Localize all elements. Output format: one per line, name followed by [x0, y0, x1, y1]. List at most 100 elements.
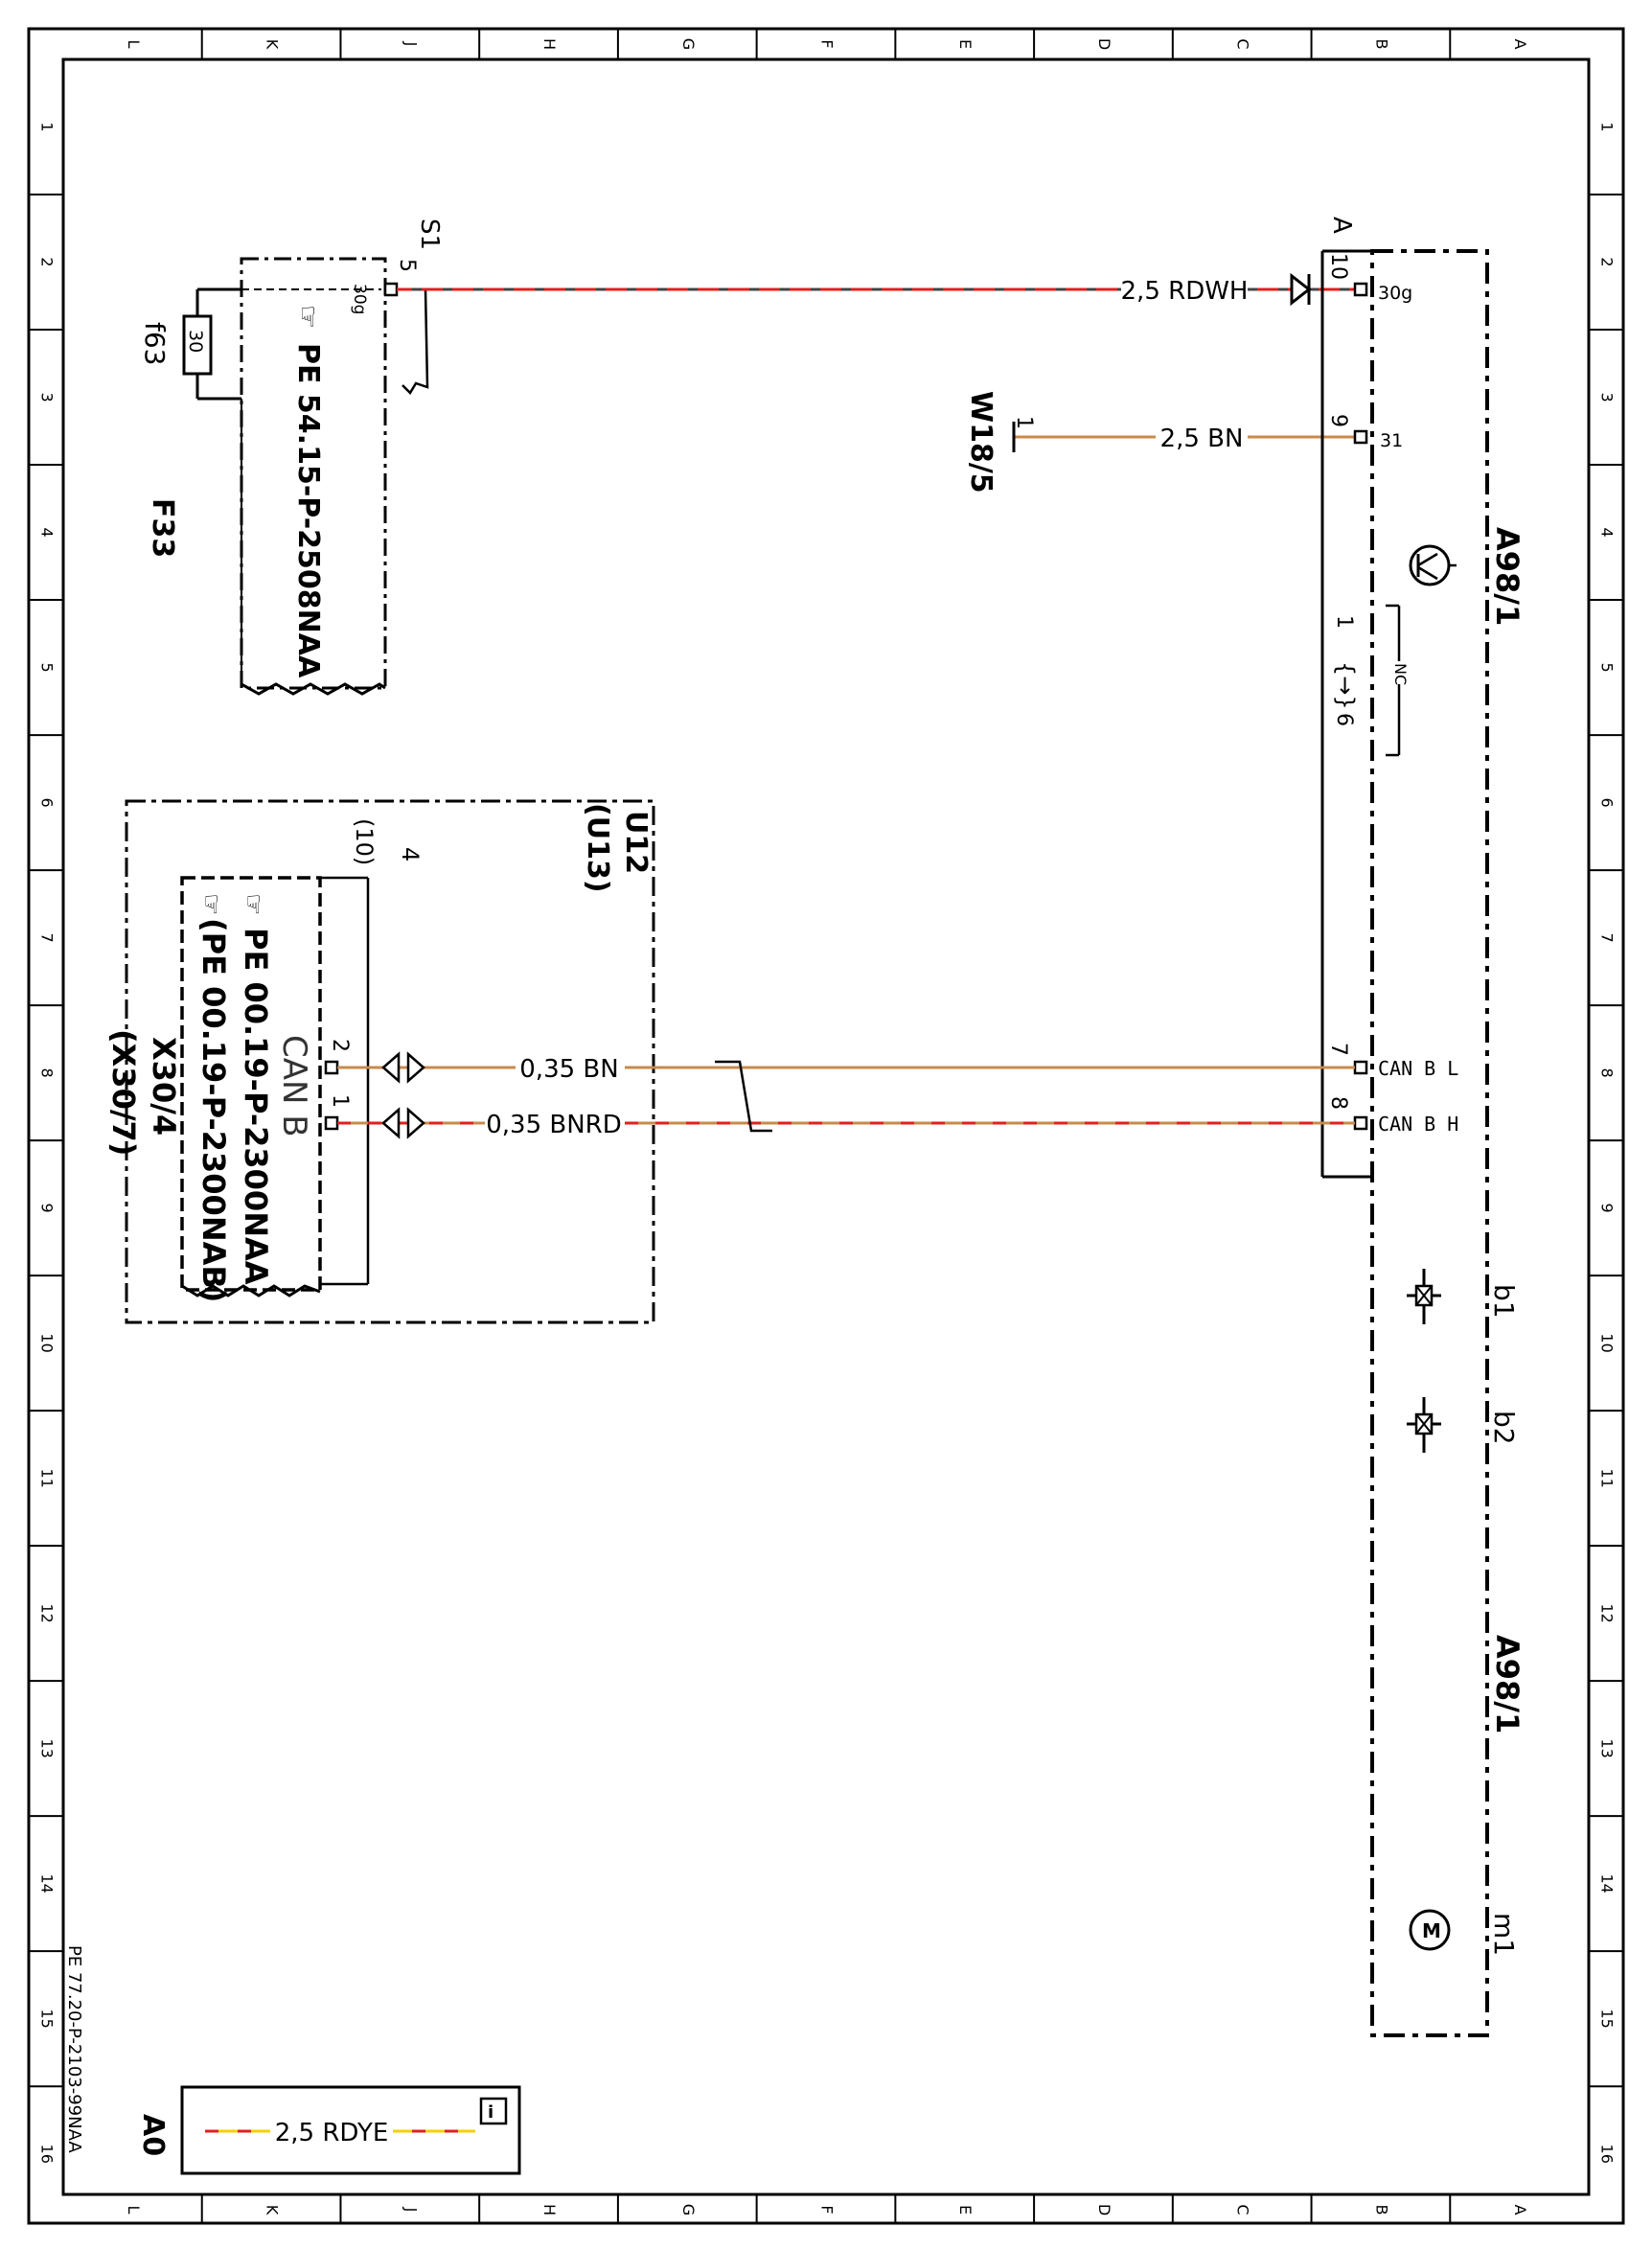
- w18-5-label: W18/5: [964, 391, 998, 494]
- column-label: B: [1372, 2205, 1390, 2216]
- x30-4-hand-icon-1: ☞: [239, 893, 267, 915]
- column-label: E: [956, 39, 975, 49]
- f33-hand-icon: ☞: [292, 305, 324, 329]
- x30-4-ref-1: PE 00.19-P-2300NAA: [238, 928, 274, 1285]
- column-label: J: [402, 41, 420, 47]
- column-label: K: [264, 2205, 282, 2216]
- f33-box: [240, 257, 387, 690]
- a98-1-pin-can-b-h: CAN B H: [1378, 1113, 1458, 1136]
- column-label: F: [818, 39, 837, 48]
- column-label: F: [818, 2205, 837, 2214]
- a98-1-pin-30g: 30g: [1378, 283, 1412, 304]
- a98-1-pin-can-b-l: CAN B L: [1378, 1057, 1458, 1080]
- can-l-connector-icon: [381, 1051, 425, 1084]
- a98-1-component: A 10 30g 9 31 7 CAN B L 8 CAN B H NC: [1320, 217, 1526, 2037]
- x30-4-label: X30/4: [146, 1037, 182, 1136]
- row-label: 2: [38, 257, 57, 266]
- u12-label-alt: (U13): [581, 803, 614, 893]
- inner-frame: [61, 57, 1591, 2196]
- wire-label-0-35-bnrd: 0,35 BNRD: [486, 1111, 622, 1139]
- row-label: 2: [1598, 257, 1617, 266]
- outer-frame: [27, 27, 1625, 2225]
- b1-label: b1: [1488, 1284, 1520, 1319]
- row-label: 12: [1598, 1603, 1617, 1622]
- m1-label: m1: [1488, 1913, 1520, 1956]
- a98-1-pin-10: 10: [1326, 253, 1350, 280]
- row-label: 5: [38, 662, 57, 672]
- row-label: 6: [38, 797, 57, 807]
- fuse-value: 30: [185, 330, 206, 353]
- column-label: G: [679, 38, 698, 50]
- row-label: 13: [38, 1738, 57, 1757]
- row-label: 10: [1598, 1333, 1617, 1352]
- row-label: 3: [38, 392, 57, 402]
- column-label: G: [679, 2204, 698, 2216]
- x30-4-label-alt: (X30/7): [105, 1029, 142, 1156]
- row-label: 7: [38, 932, 57, 942]
- row-label: 10: [38, 1333, 57, 1352]
- column-label: E: [956, 2205, 975, 2215]
- row-label: 14: [38, 1873, 57, 1893]
- twisted-pair-marker: [715, 1060, 772, 1133]
- row-label: 6: [1598, 797, 1617, 807]
- u12-box: [125, 799, 655, 1324]
- a98-1-pin-8: 8: [1326, 1096, 1350, 1110]
- wire-2-5-bn: 2,5 BN 1 W18/5: [964, 391, 1355, 494]
- column-label: D: [1095, 38, 1113, 50]
- row-label: 3: [1598, 392, 1617, 402]
- row-label: 12: [38, 1603, 57, 1622]
- x30-4-ref-2: (PE 00.19-P-2300NAB): [195, 918, 232, 1302]
- row-label: 16: [38, 2145, 57, 2164]
- row-label: 8: [38, 1068, 57, 1078]
- rdwh-arrow-icon: [1290, 272, 1312, 307]
- row-label: 9: [38, 1204, 57, 1213]
- u12-pin-2: 2: [328, 1039, 352, 1052]
- a98-1-label-top: A98/1: [1489, 527, 1526, 626]
- row-label: 13: [1598, 1738, 1617, 1757]
- svg-text:M: M: [1422, 1919, 1441, 1942]
- x30-4-break-line: [181, 1284, 321, 1297]
- row-label: 14: [1598, 1873, 1617, 1893]
- column-label: H: [540, 38, 559, 50]
- column-label: H: [540, 2204, 559, 2216]
- column-label: C: [1234, 38, 1252, 49]
- column-label: A: [1511, 39, 1529, 50]
- transistor-icon: [1409, 544, 1457, 586]
- s1-resistor: [402, 288, 429, 396]
- nc-label: NC: [1391, 663, 1410, 685]
- can-h-connector-icon: [381, 1107, 425, 1139]
- fuse-label: f63: [139, 322, 171, 366]
- row-label: 11: [38, 1468, 57, 1487]
- row-label: 15: [38, 2009, 57, 2029]
- nc-pin-left: 1: [1332, 615, 1356, 629]
- svg-text:i: i: [488, 2102, 493, 2123]
- row-label: 8: [1598, 1068, 1617, 1078]
- document-reference: PE 77.20-P-2103-99NAA: [64, 1945, 84, 2153]
- column-label: L: [125, 2206, 143, 2215]
- s1-pin-number: 5: [395, 259, 419, 272]
- a98-1-connector-label: A: [1327, 217, 1356, 234]
- u12-pin-1: 1: [328, 1094, 352, 1108]
- b2-label: b2: [1488, 1411, 1520, 1445]
- legend-label-a0: A0: [136, 2114, 170, 2156]
- row-label: 1: [38, 122, 57, 131]
- row-label: 4: [1598, 527, 1617, 537]
- w18-5-pin: 1: [1012, 416, 1036, 429]
- wire-label-0-35-bn: 0,35 BN: [519, 1055, 618, 1084]
- column-label: B: [1372, 39, 1390, 50]
- wire-label-rdwh: 2,5 RDWH: [1121, 277, 1249, 306]
- u12-label: U12: [619, 811, 653, 874]
- f33-reference: PE 54.15-P-2508NAA: [291, 343, 325, 678]
- sensor-b1-icon: [1407, 1269, 1441, 1324]
- a98-1-label-bottom: A98/1: [1489, 1635, 1526, 1733]
- wire-0-35-bn: 0,35 BN: [337, 1051, 1355, 1084]
- row-label: 9: [1598, 1204, 1617, 1213]
- a98-1-pin-31: 31: [1380, 430, 1403, 451]
- column-label: D: [1095, 2204, 1113, 2216]
- f33-component: 30g 5 S1 30 f63 F33 ☞ PE 54.15-P-2508NAA: [139, 218, 444, 696]
- row-label: 7: [1598, 932, 1617, 942]
- a98-1-box: [1370, 249, 1489, 2037]
- column-label: L: [125, 40, 143, 49]
- row-label: 11: [1598, 1468, 1617, 1487]
